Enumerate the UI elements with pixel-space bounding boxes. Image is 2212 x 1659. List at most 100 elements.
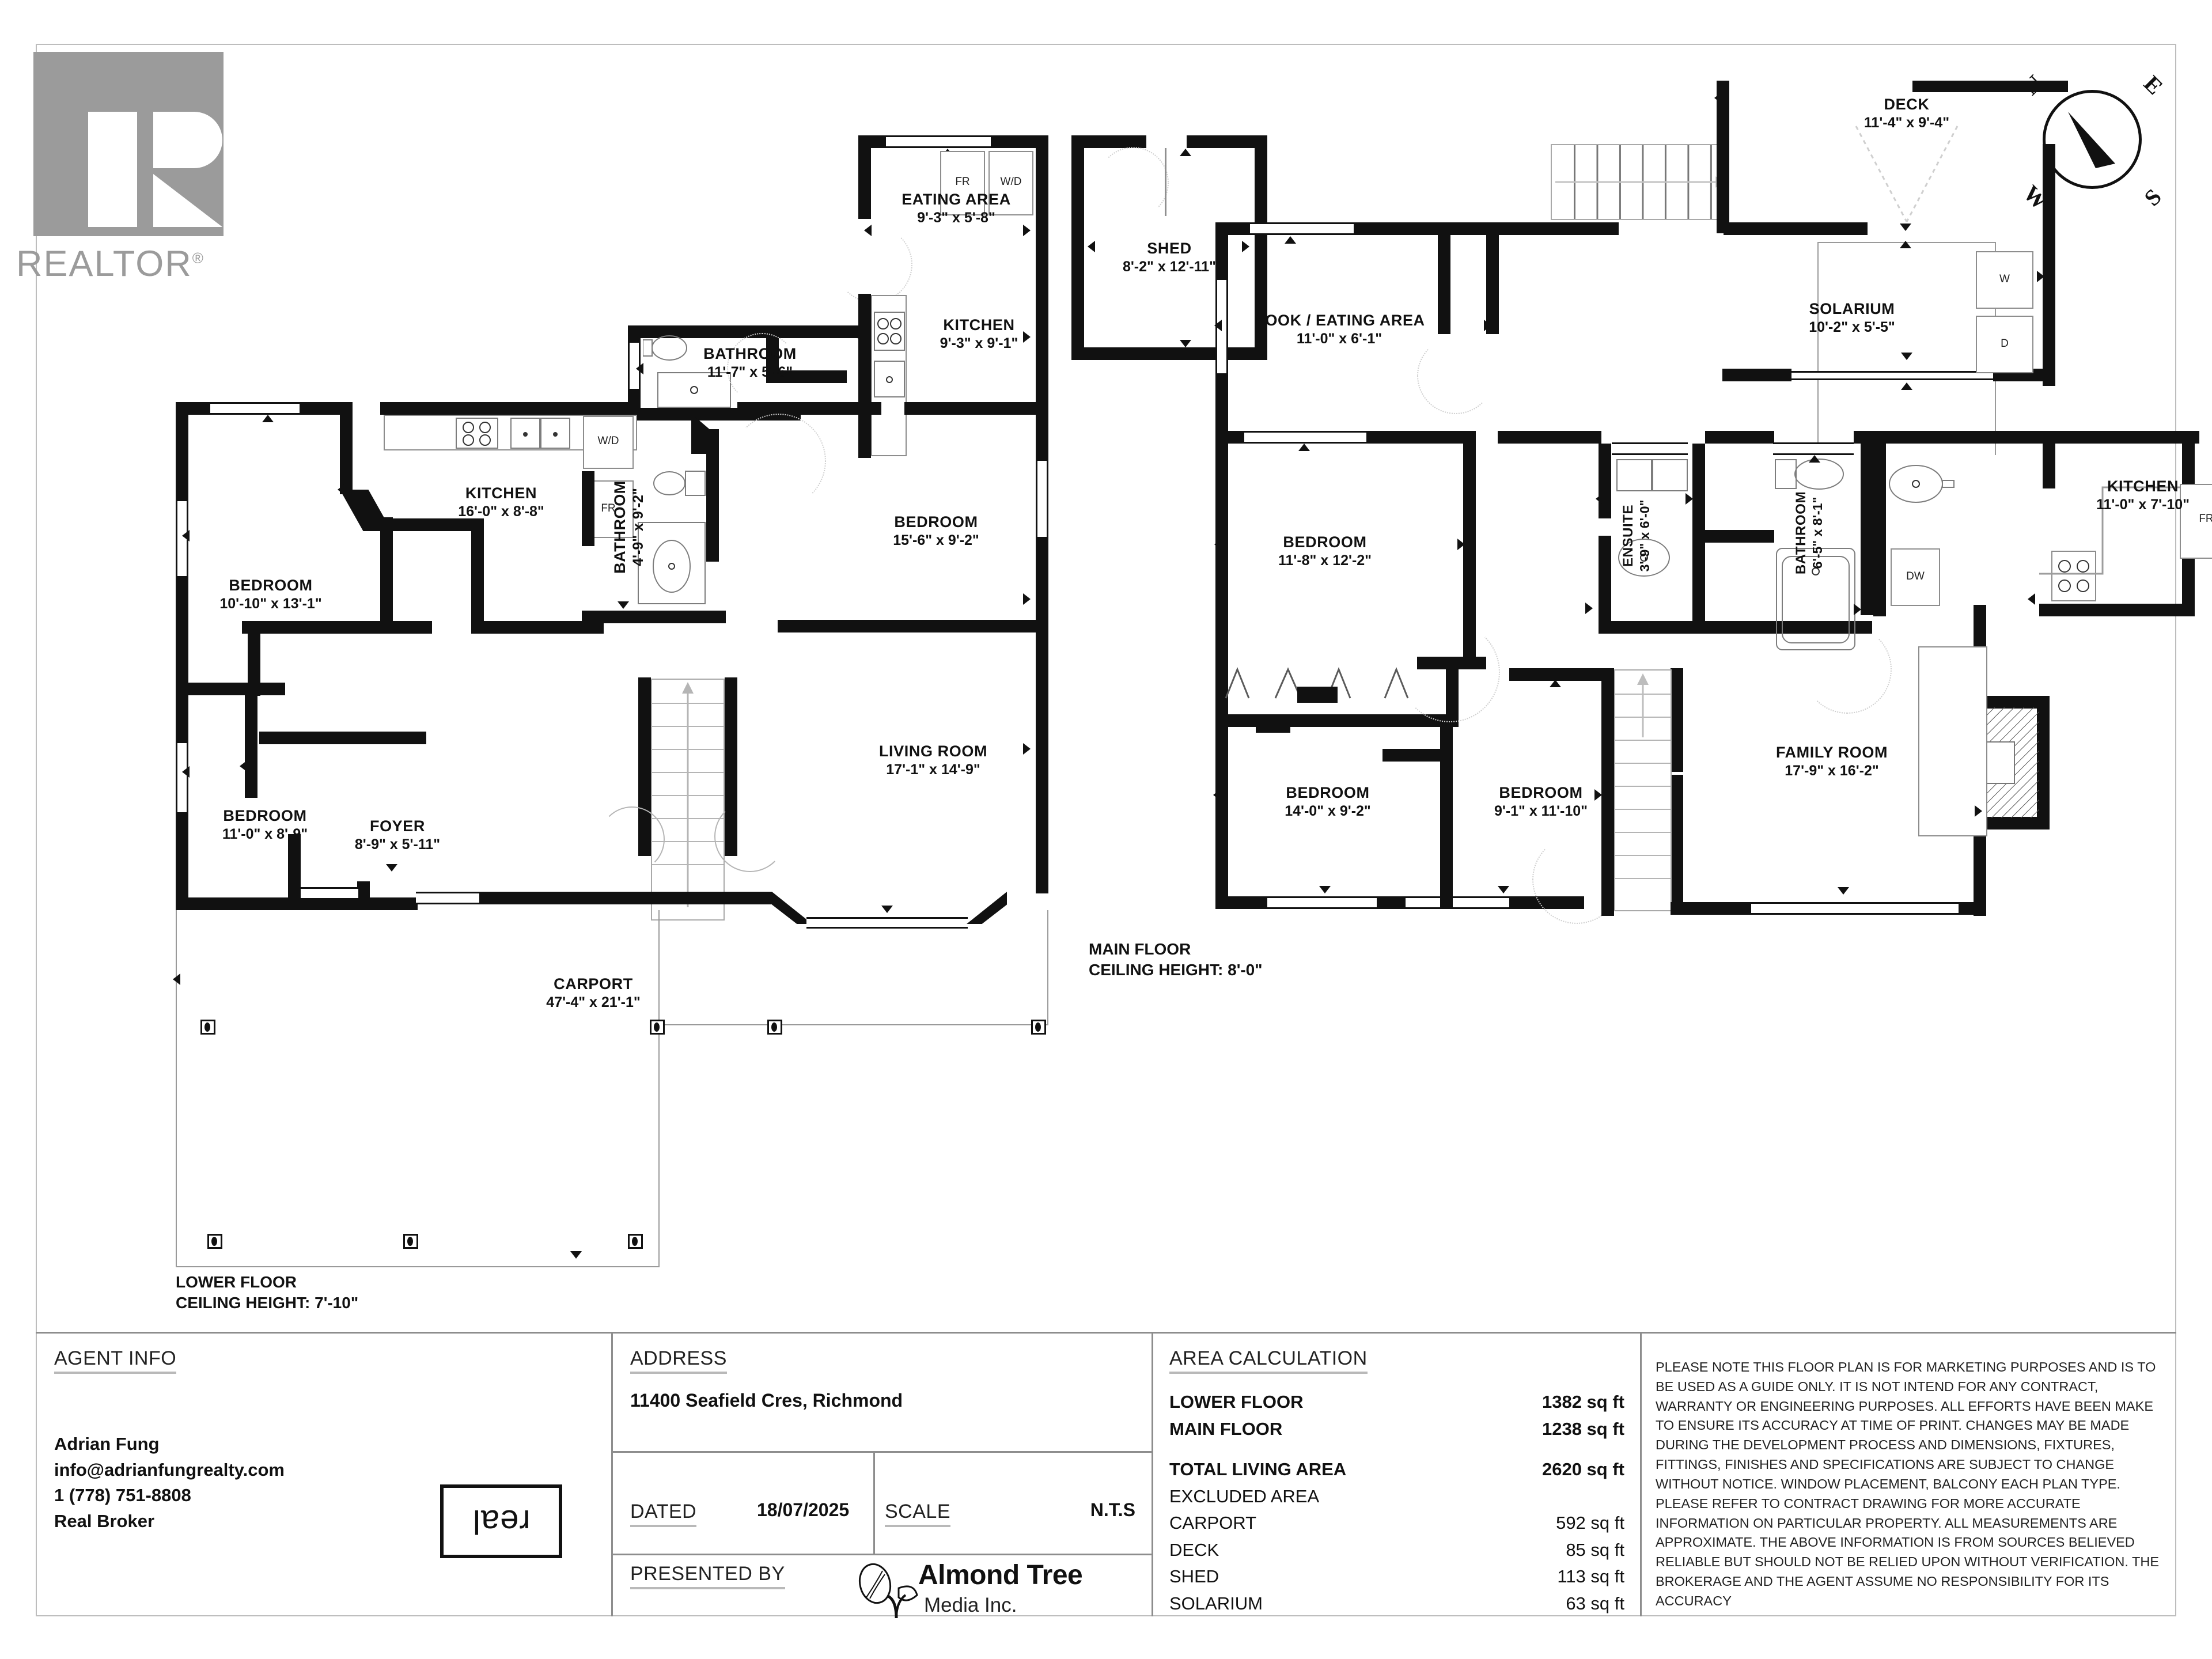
bath2-wall-left [582,471,594,546]
solarium-wall-top [1724,222,1868,235]
deck-marker-up [1900,241,1911,248]
deck-outline [1817,242,1996,455]
main-bed3-wall-top [1509,668,1613,681]
area-row-value: 2620 sq ft [1541,1459,1624,1479]
carport-post-5 [207,1234,222,1249]
family-window-bottom [1751,902,1959,915]
room-name: BATHROOM [1793,491,1809,575]
deck-step-indicator [1855,126,1959,222]
room-label-bathroom-lower-2: BATHROOM 4'-9" x 9'-2" [611,455,647,599]
room-dim: 10'-10" x 13'-1" [219,595,322,612]
agent-info-heading: AGENT INFO [54,1347,177,1374]
bath2-wall-bottom [582,611,726,623]
room-dim: 14'-0" x 9'-2" [1285,802,1371,819]
family-bumpout-top [1986,696,2050,709]
washer [1976,251,2033,309]
living-wall-right [1036,620,1048,893]
upper-kitchen-marker-right [1023,331,1031,343]
area-calculation-heading: AREA CALCULATION [1169,1347,1368,1374]
washer-label: W [1999,273,2010,285]
bed1-wall-right [340,402,353,494]
room-label-deck: DECK 11'-4" x 9'-4" [1843,95,1970,131]
living-wall-top [778,620,1048,632]
scale-label: SCALE [885,1501,950,1527]
deck-marker-down [1900,224,1911,231]
room-label-kitchen-lower: KITCHEN 16'-0" x 8'-8" [426,484,576,520]
room-label-shed: SHED 8'-2" x 12'-11" [1112,239,1227,275]
agent-info-section: AGENT INFO Adrian Fung info@adrianfungre… [36,1334,613,1616]
ensuite-marker-left [1596,493,1603,505]
eating-window-top [886,135,991,148]
ensuite-sink-icon [1618,539,1670,577]
room-label-family-room: FAMILY ROOM 17'-9" x 16'-2" [1751,743,1912,779]
shed-marker-top [1180,149,1191,156]
disclaimer-section: PLEASE NOTE THIS FLOOR PLAN IS FOR MARKE… [1642,1334,2176,1616]
agent-email[interactable]: info@adrianfungrealty.com [54,1459,285,1480]
ensuite-marker-right2 [1585,603,1593,614]
solarium-marker-down [1901,353,1912,360]
room-name: ENSUITE [1620,504,1636,567]
room-dim: 47'-4" x 21'-1" [546,994,641,1010]
area-row-value: 113 sq ft [1557,1566,1624,1586]
bathroom-window-marker [1809,455,1820,463]
room-label-bedroom-main-3: BEDROOM 9'-1" x 11'-10" [1469,783,1613,820]
main-exterior-stair [1551,144,1729,220]
room-label-living-room: LIVING ROOM 17'-1" x 14'-9" [858,742,1008,778]
carport-post-6 [403,1234,418,1249]
main-kitchen-cooktop-icon [2051,551,2096,601]
stair-upper-wall [1717,81,1729,233]
lower-floor-ceiling: CEILING HEIGHT: 7'-10" [176,1294,359,1312]
room-label-bedroom-lower-3: BEDROOM 15'-6" x 9'-2" [864,513,1008,549]
main-wall-top-right [1854,431,2027,444]
address-heading: ADDRESS [630,1347,727,1374]
area-row-value: 1382 sq ft [1541,1392,1624,1412]
main-wall-top-mid2 [1498,431,1601,444]
room-dim: 11'-8" x 12'-2" [1278,552,1372,569]
room-name: KITCHEN [943,316,1015,334]
deck-top-wall [1912,81,2068,92]
family-bumpout-bottom [1986,817,2050,830]
shed-wall-left [1071,135,1084,360]
real-broker-logo: real [440,1484,562,1558]
room-label-eating-area: EATING AREA 9'-3" x 5'-8" [890,190,1022,226]
room-label-kitchen-main: KITCHEN 11'-0" x 7'-10" [2062,477,2212,513]
family-hearth [1918,646,1987,836]
main-bed3-marker-right [1594,789,1602,801]
main-wall-top-mid3 [1705,431,1774,444]
family-wall-bottom-left [1671,902,1751,915]
lower-floor-name: LOWER FLOOR [176,1273,297,1291]
main-wall-top-right2 [2027,431,2199,444]
bed3-window-right [1036,461,1048,537]
room-name: BEDROOM [223,807,307,824]
main-bed1-door-swing [1400,622,1500,722]
carport-outline-right [660,910,1048,1025]
solarium-wall-right [2043,144,2055,386]
presented-by-label: PRESENTED BY [630,1563,785,1589]
main-kitchen-marker-left [2028,593,2035,605]
room-name: SHED [1147,240,1192,257]
living-wall-bottom2 [479,892,641,904]
room-dim: 10'-2" x 5'-5" [1809,319,1895,335]
main-bed1-window-marker [1298,444,1310,451]
address-divider-1 [613,1451,1153,1453]
room-dim: 16'-0" x 8'-8" [458,503,544,520]
ensuite-wall-bottom [1599,621,1705,634]
agent-phone[interactable]: 1 (778) 751-8808 [54,1485,191,1506]
room-name: FAMILY ROOM [1775,744,1888,761]
almond-tree-sprout-icon [858,1563,918,1619]
bathtub-icon-main [1776,548,1855,650]
solarium-wall-bottom [1722,369,1791,381]
closet-center-block [1297,687,1338,703]
foyer-marker-left [240,760,247,772]
main-kitchen-wall-bottom [2039,604,2195,616]
nook-marker-left [1214,320,1222,331]
shed-wall-right [1255,135,1267,360]
closet-wall-f [176,683,285,695]
family-wall-bottom-right [1959,902,1986,915]
nook-wall-right2 [1486,235,1499,334]
address-divider-2 [613,1554,1153,1555]
real-broker-logo-text: real [472,1502,531,1540]
lower-washer-dryer [583,416,634,469]
